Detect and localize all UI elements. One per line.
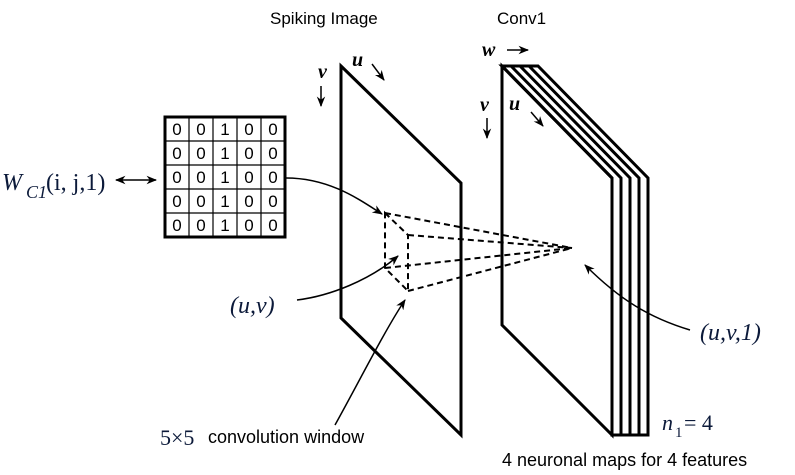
conv1-title: Conv1 [497, 9, 546, 28]
uv-label: (u,v) [230, 293, 275, 319]
conv1-stack [498, 62, 650, 439]
matrix-cell: 0 [268, 192, 277, 211]
uv1-pointer [584, 264, 691, 331]
conv1-map-edge [510, 65, 622, 179]
conv1-map-edge [519, 65, 631, 179]
uv-pointer [296, 255, 399, 301]
matrix-cell: 0 [196, 216, 205, 235]
axis-u-label-spiking: u [352, 49, 363, 71]
conv1-stack-outline [502, 64, 650, 437]
n-subscript: 1 [675, 425, 683, 441]
matrix-cell: 1 [220, 216, 229, 235]
matrix-cell: 0 [196, 168, 205, 187]
matrix-cell: 1 [220, 144, 229, 163]
matrix-cell: 0 [244, 216, 253, 235]
projection-line [407, 247, 573, 292]
matrix-cell: 0 [244, 192, 253, 211]
matrix-cell: 0 [172, 192, 181, 211]
n-symbol: n [662, 410, 673, 435]
kernel-label: W C1 (i, j,1) [2, 170, 105, 202]
matrix-cell: 0 [172, 144, 181, 163]
matrix-cell: 0 [196, 144, 205, 163]
projection-line [384, 212, 573, 249]
matrix-cell: 0 [244, 144, 253, 163]
conv1-map-edge [528, 65, 640, 179]
axis-u-arrow-spiking [371, 63, 385, 81]
window-label: convolution window [208, 427, 365, 447]
map-count-label: n 1 = 4 [662, 410, 713, 441]
matrix-cell: 0 [268, 168, 277, 187]
axis-w-label: w [482, 39, 496, 61]
matrix-cell: 0 [244, 168, 253, 187]
axis-u-label-conv: u [509, 93, 520, 115]
matrix-cell: 0 [268, 216, 277, 235]
matrix-cell: 1 [220, 120, 229, 139]
matrix-cell: 1 [220, 192, 229, 211]
projection-line [407, 234, 573, 249]
matrix-cell: 0 [172, 168, 181, 187]
matrix-cell: 0 [268, 144, 277, 163]
matrix-border [163, 115, 287, 239]
window-size-label: 5×5 [160, 425, 194, 450]
projection-line [384, 247, 573, 269]
n-value: = 4 [684, 410, 713, 435]
matrix-to-window-pointer [285, 177, 383, 215]
matrix-cell: 0 [268, 120, 277, 139]
window-pointer [334, 299, 406, 426]
spiking-image-plane [339, 62, 463, 439]
matrix-cell: 0 [196, 120, 205, 139]
axis-u-arrow-conv [530, 111, 544, 127]
matrix-cell: 0 [244, 120, 253, 139]
kernel-args: (i, j,1) [46, 170, 105, 196]
matrix-cell: 0 [172, 120, 181, 139]
axis-v-label-spiking: v [318, 61, 328, 83]
kernel-symbol: W [2, 170, 24, 196]
maps-caption: 4 neuronal maps for 4 features [502, 450, 747, 470]
convolution-window [384, 210, 573, 294]
matrix-cell: 1 [220, 168, 229, 187]
kernel-subscript: C1 [26, 182, 47, 202]
uv1-label: (u,v,1) [700, 320, 761, 346]
spiking-image-title: Spiking Image [270, 9, 378, 28]
window-face [384, 210, 409, 294]
conv1-map-layer [498, 64, 623, 437]
matrix-cell: 0 [172, 216, 181, 235]
matrix-cell: 0 [196, 192, 205, 211]
axis-v-label-conv: v [480, 94, 490, 116]
